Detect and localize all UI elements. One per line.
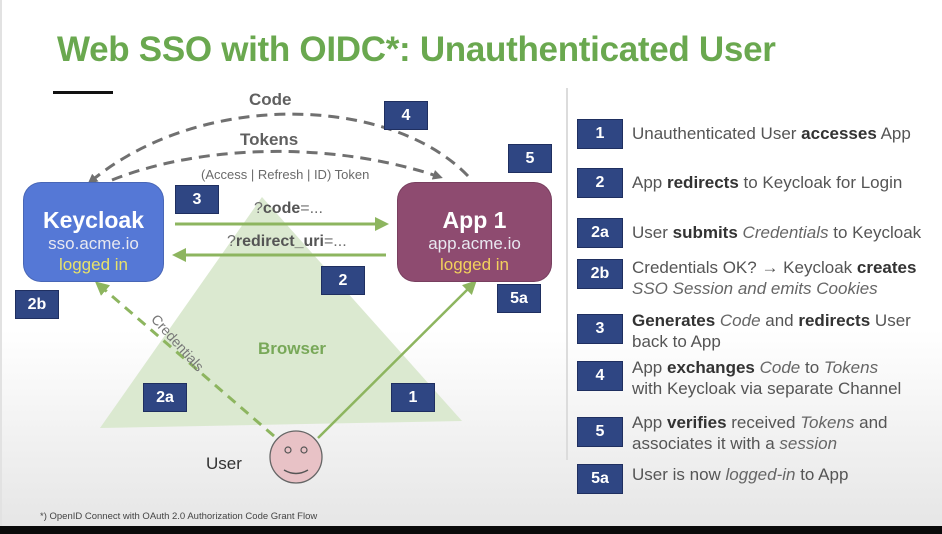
app-host: app.acme.io [428,234,521,253]
title-underline [53,91,113,94]
step-text: Unauthenticated User accesses App [632,124,911,143]
user-smiley-icon [269,430,323,484]
tokens-arc-arrow [111,149,443,182]
step-badge-2a: 2a [143,383,187,412]
step-emphasis: creates [856,258,917,277]
step-badge-5: 5 [508,144,552,173]
step-badge-2b: 2b [15,290,59,319]
step-badge-3: 3 [175,185,219,214]
access-arrow [317,280,477,439]
step-term: session [779,434,838,453]
redirect-uri-param-label: ?redirect_uri=... [227,233,347,250]
tokens-label: Tokens [240,130,299,149]
step-emphasis: exchanges [666,358,755,377]
browser-triangle [100,197,462,428]
step-emphasis: redirects [798,311,871,330]
app-node: App 1 app.acme.io logged in [397,182,552,282]
step-item: 5a User is now logged-in to App [577,464,848,494]
step-item: 2a User submits Credentials to Keycloak [577,218,921,248]
slide-title: Web SSO with OIDC*: Unauthenticated User [57,30,776,69]
step-badge-1: 1 [391,383,435,412]
step-number-badge: 5a [577,464,623,494]
step-number-badge: 2 [577,168,623,198]
step-text: User is now logged-in to App [632,465,849,484]
step-term: Tokens [823,358,879,377]
column-divider [566,88,568,460]
step-number-badge: 2b [577,259,623,289]
user-label: User [206,454,242,473]
step-badge-4: 4 [384,101,428,130]
footnote: *) OpenID Connect with OAuth 2.0 Authori… [40,511,318,522]
step-number-badge: 5 [577,417,623,447]
step-term: Code [719,311,761,330]
app-name: App 1 [442,207,507,233]
step-emphasis: redirects [666,173,739,192]
credentials-arrow [94,281,275,438]
step-term: Code [759,358,801,377]
step-term: Credentials [742,223,829,242]
step-number-badge: 2a [577,218,623,248]
step-item: 1 Unauthenticated User accesses App [577,119,911,149]
app-status: logged in [439,255,509,274]
keycloak-name: Keycloak [42,207,144,233]
step-number-badge: 4 [577,361,623,391]
step-item: 2 App redirects to Keycloak for Login [577,168,902,198]
browser-label: Browser [258,339,327,358]
step-text: App redirects to Keycloak for Login [632,173,903,192]
step-term: logged-in [725,465,796,484]
step-emphasis: Generates [632,311,716,330]
step-emphasis: accesses [801,124,877,143]
step-number-badge: 3 [577,314,623,344]
step-number-badge: 1 [577,119,623,149]
slide-left-edge [0,0,2,526]
keycloak-status: logged in [58,255,128,274]
code-param-label: ?code=... [254,200,323,217]
code-arc-arrow [87,112,470,184]
step-emphasis: submits [672,223,738,242]
step-term: SSO Session and emits Cookies [632,279,878,298]
keycloak-host: sso.acme.io [48,234,139,253]
step-term: Tokens [800,413,855,432]
code-label: Code [249,90,292,109]
keycloak-node: Keycloak sso.acme.io logged in [23,182,164,282]
step-emphasis: verifies [666,413,727,432]
step-text: User submits Credentials to Keycloak [632,223,922,242]
token-types-note: (Access | Refresh | ID) Token [201,167,370,182]
step-badge-5a: 5a [497,284,541,313]
step-badge-2: 2 [321,266,365,295]
bottom-bar [0,526,942,534]
